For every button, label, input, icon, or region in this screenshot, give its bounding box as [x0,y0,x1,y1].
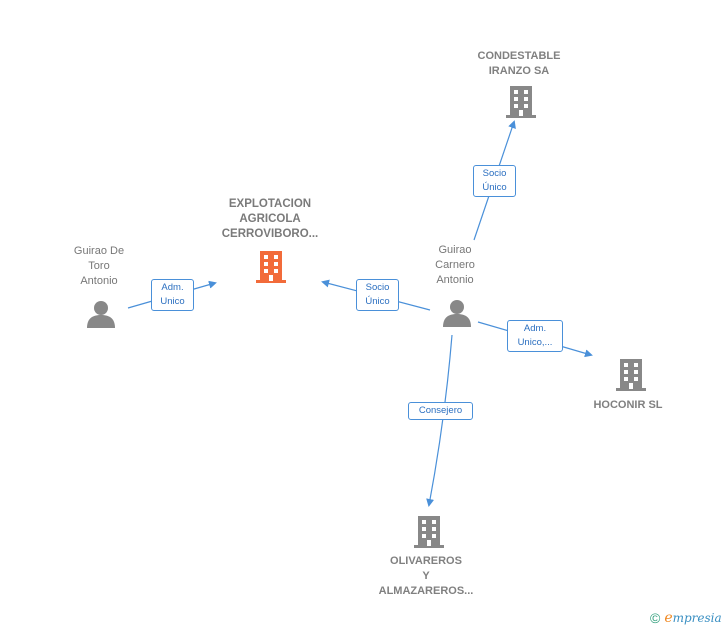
building-icon-condestable[interactable] [505,84,537,120]
edge-guirao-carnero-to-olivareros [426,334,453,507]
brand-logo: empresia [664,610,722,626]
relation-label-adm-unico[interactable]: Adm. Unico,... [507,320,563,352]
olivareros-label[interactable]: OLIVAREROS Y ALMAZAREROS... [378,555,474,597]
guirao-de-toro-label[interactable]: Guirao De Toro Antonio [73,245,125,287]
person-icon-guirao-de-toro[interactable] [86,299,116,329]
building-icon-hoconir[interactable] [615,357,647,393]
copyright-icon: © [650,610,661,626]
hoconir-label[interactable]: HOCONIR SL [593,399,663,411]
relation-label-socio-unico[interactable]: Socio Único [356,279,399,311]
person-icon-guirao-carnero[interactable] [442,298,472,328]
building-icon-olivareros[interactable] [413,514,445,550]
relation-label-consejero[interactable]: Consejero [408,402,473,420]
relation-label-adm-unico[interactable]: Adm. Unico [151,279,194,311]
relation-label-socio-unico[interactable]: Socio Único [473,165,516,197]
condestable-label[interactable]: CONDESTABLE IRANZO SA [477,50,561,77]
brand-footer: © empresia [650,610,722,626]
guirao-carnero-label[interactable]: Guirao Carnero Antonio [435,244,475,286]
building-icon-explotacion[interactable] [255,249,287,285]
explotacion-label[interactable]: EXPLOTACION AGRICOLA CERROVIBORO... [221,198,319,240]
